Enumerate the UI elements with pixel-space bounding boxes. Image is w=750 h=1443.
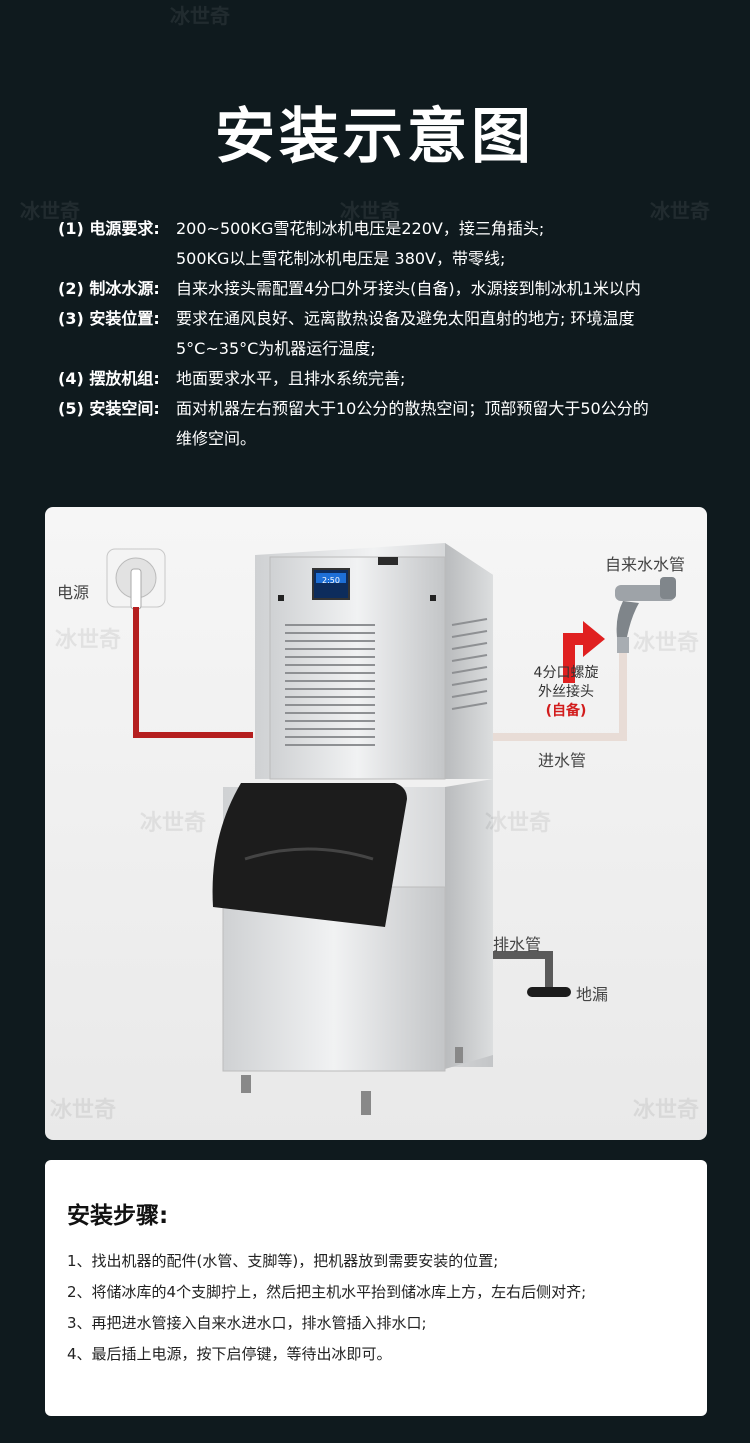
ice-storage-bin	[212, 779, 493, 1115]
watermark: 冰世奇	[633, 631, 700, 656]
requirement-text: 200~500KG雪花制冰机电压是220V，接三角插头;	[176, 219, 545, 238]
requirement-text: 500KG以上雪花制冰机电压是 380V，带零线;	[176, 249, 506, 268]
requirement-label: (3) 安装位置:	[58, 309, 160, 328]
installation-steps-panel: 安装步骤: 1、找出机器的配件(水管、支脚等)，把机器放到需要安装的位置; 2、…	[45, 1160, 707, 1416]
drain-hose-label: 排水管	[493, 935, 542, 954]
fitting-label: 4分口螺旋 外丝接头 (自备)	[521, 664, 611, 721]
fitting-label-line: 4分口螺旋	[533, 665, 599, 681]
requirement-text: 地面要求水平，且排水系统完善;	[176, 369, 406, 388]
requirements-list: (1) 电源要求: 200~500KG雪花制冰机电压是220V，接三角插头; 5…	[58, 214, 708, 454]
requirement-label: (2) 制冰水源:	[58, 279, 160, 298]
step-item: 2、将储冰库的4个支脚拧上，然后把主机水平抬到储冰库上方，左右后侧对齐;	[67, 1283, 587, 1301]
requirement-text: 要求在通风良好、远离散热设备及避免太阳直射的地方; 环境温度	[176, 309, 635, 328]
requirement-text: 维修空间。	[176, 429, 257, 448]
steps-list: 1、找出机器的配件(水管、支脚等)，把机器放到需要安装的位置; 2、将储冰库的4…	[67, 1246, 707, 1370]
fitting-note: (自备)	[545, 703, 587, 719]
page-title: 安装示意图	[215, 102, 535, 172]
watermark: 冰世奇	[20, 199, 80, 223]
power-label: 电源	[57, 583, 90, 602]
tap-label: 自来水水管	[605, 555, 686, 574]
requirement-space: (5) 安装空间: 面对机器左右预留大于10公分的散热空间；顶部预留大于50公分…	[58, 394, 708, 424]
watermark: 冰世奇	[340, 199, 400, 223]
water-inlet-hose	[493, 653, 627, 741]
watermark: 冰世奇	[55, 628, 122, 653]
requirement-text: 5°C~35°C为机器运行温度;	[176, 339, 376, 358]
water-tap-icon	[615, 577, 676, 653]
watermark: 冰世奇	[633, 1098, 700, 1123]
requirement-label: (4) 摆放机组:	[58, 369, 160, 388]
watermark: 冰世奇	[485, 811, 552, 836]
arrow-icon	[563, 621, 605, 683]
drain-hose	[493, 951, 553, 993]
floor-drain-icon	[527, 987, 571, 997]
requirement-power: (1) 电源要求: 200~500KG雪花制冰机电压是220V，接三角插头;	[58, 214, 708, 244]
requirement-location: (3) 安装位置: 要求在通风良好、远离散热设备及避免太阳直射的地方; 环境温度	[58, 304, 708, 334]
requirement-water: (2) 制冰水源: 自来水接头需配置4分口外牙接头(自备)，水源接到制冰机1米以…	[58, 274, 708, 304]
requirement-text: 自来水接头需配置4分口外牙接头(自备)，水源接到制冰机1米以内	[176, 279, 641, 298]
requirement-label: (5) 安装空间:	[58, 399, 160, 418]
watermark: 冰世奇	[140, 811, 207, 836]
machine-illustration	[106, 543, 676, 1115]
fitting-label-line: 外丝接头	[538, 684, 594, 700]
floor-drain-label: 地漏	[576, 985, 609, 1004]
step-item: 4、最后插上电源，按下启停键，等待出冰即可。	[67, 1345, 392, 1363]
power-cable	[133, 607, 253, 738]
steps-title: 安装步骤:	[67, 1203, 169, 1229]
inlet-hose-label: 进水管	[538, 751, 587, 770]
installation-diagram: 电源 自来水水管 4分口螺旋 外丝接头 (自备) 进水管 排水管 地漏 2:50…	[45, 507, 707, 1140]
step-item: 1、找出机器的配件(水管、支脚等)，把机器放到需要安装的位置;	[67, 1252, 499, 1270]
watermark: 冰世奇	[650, 199, 710, 223]
requirement-placement: (4) 摆放机组: 地面要求水平，且排水系统完善;	[58, 364, 708, 394]
display-readout: 2:50	[322, 576, 340, 585]
watermark: 冰世奇	[50, 1098, 117, 1123]
power-outlet-icon	[106, 548, 166, 610]
ice-machine-head	[255, 543, 493, 780]
requirement-label: (1) 电源要求:	[58, 219, 160, 238]
watermark: 冰世奇	[170, 4, 230, 28]
step-item: 3、再把进水管接入自来水进水口，排水管插入排水口;	[67, 1314, 427, 1332]
requirement-text: 面对机器左右预留大于10公分的散热空间；顶部预留大于50公分的	[176, 399, 649, 418]
